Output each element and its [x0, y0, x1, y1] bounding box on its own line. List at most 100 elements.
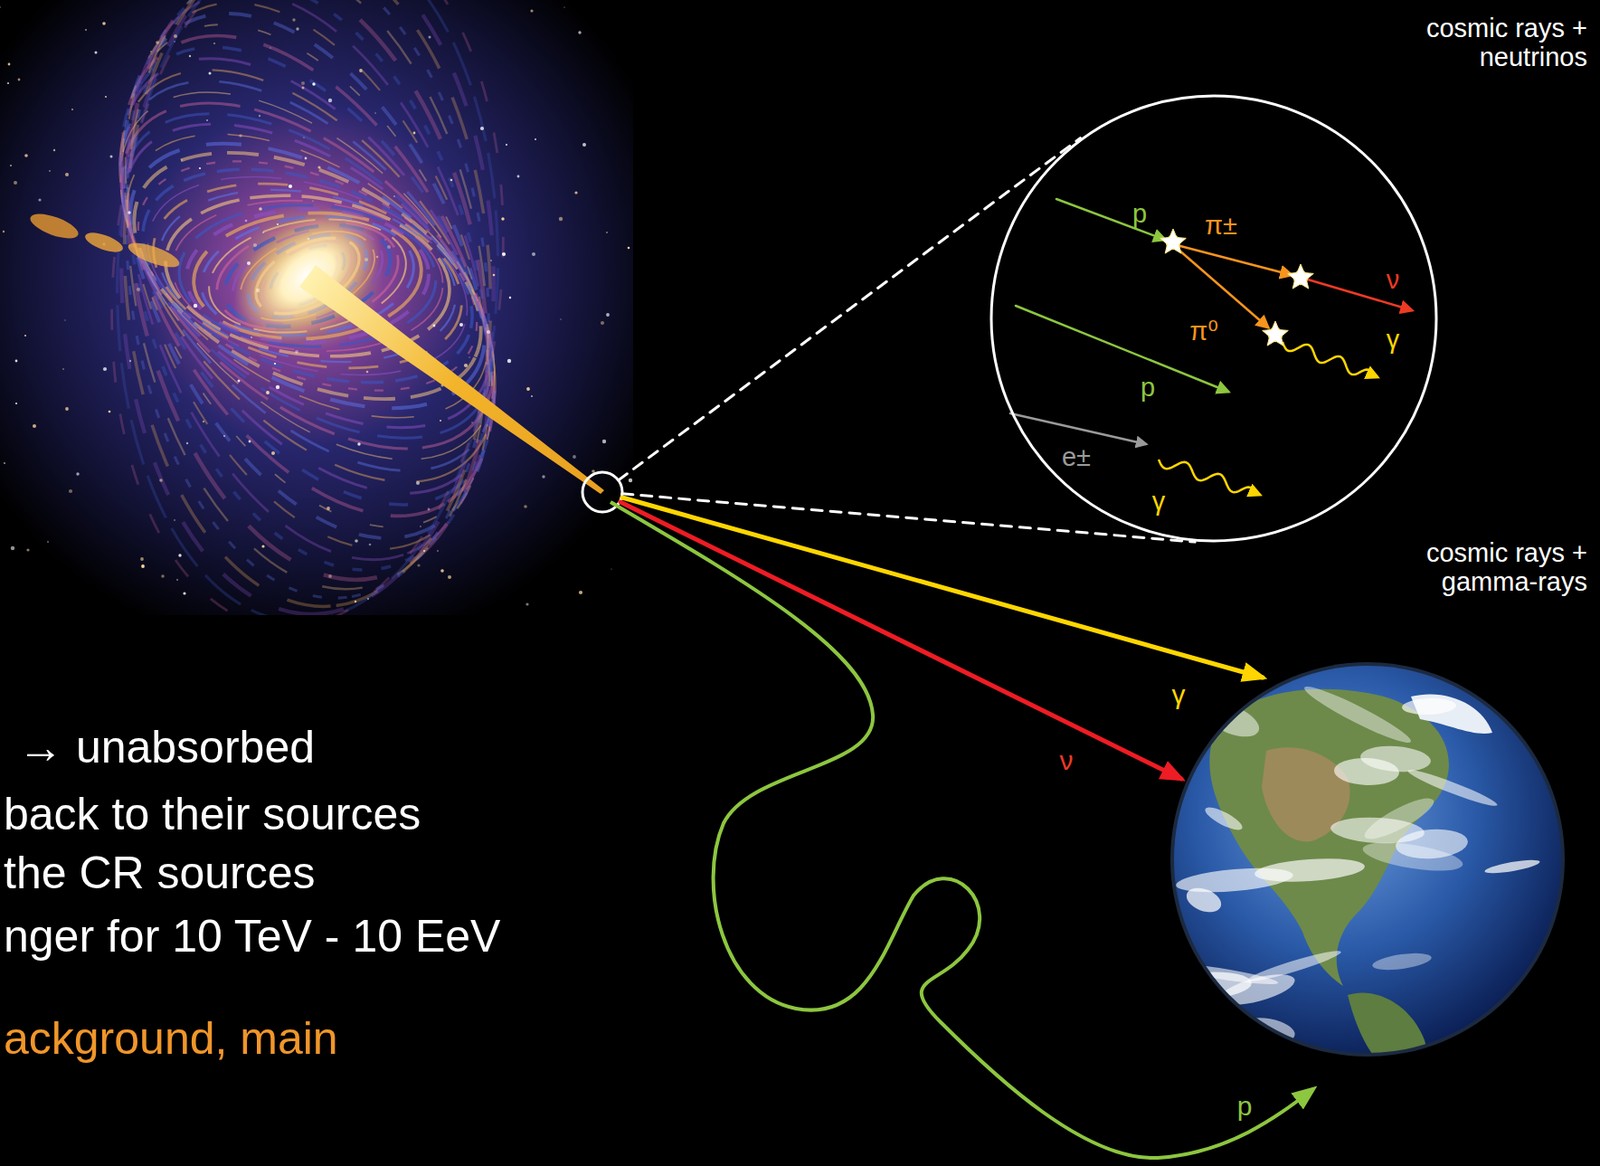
star-dot — [198, 167, 201, 170]
star-dot — [186, 442, 189, 445]
star-dot — [295, 27, 299, 30]
star-dot — [440, 568, 445, 573]
star-dot — [173, 40, 176, 43]
star-dot — [302, 86, 305, 90]
star-dot — [359, 68, 363, 73]
particle-label: γ — [1386, 325, 1401, 355]
nebula — [0, 0, 634, 616]
star-dot — [447, 575, 452, 579]
annotation: cosmic rays + gamma-rays — [1401, 539, 1588, 597]
star-dot — [582, 142, 587, 147]
spiral-arm — [64, 0, 550, 613]
star-dot — [193, 303, 198, 308]
star-dot — [416, 563, 420, 567]
bullet-text: ackground, main — [3, 1013, 339, 1064]
star-dot — [416, 481, 420, 485]
spiral-arm — [115, 0, 500, 616]
bullet-text: back to their sources — [3, 789, 421, 840]
star-dot — [354, 600, 357, 603]
star-dot — [509, 296, 512, 299]
star-dot — [2, 230, 5, 233]
star-dot — [523, 504, 528, 509]
star-dot — [173, 519, 176, 521]
electron-track — [1010, 413, 1146, 445]
star-dot — [505, 143, 508, 146]
star-dot — [274, 362, 276, 365]
neutrino-track — [620, 501, 1182, 779]
star-dot — [276, 223, 279, 226]
star-dot — [413, 132, 417, 135]
star-dot — [18, 78, 21, 82]
counter-jet — [83, 228, 126, 256]
star-dot — [24, 334, 27, 337]
star-dot — [602, 439, 606, 444]
bullet-text: → unabsorbed — [18, 722, 315, 773]
star-dot — [32, 424, 37, 428]
star-dot — [369, 543, 372, 547]
star-dot — [317, 165, 321, 169]
particle-label: e± — [1061, 443, 1091, 473]
cloud — [1174, 863, 1295, 896]
star-dot — [65, 407, 69, 411]
star-dot — [9, 164, 12, 167]
counter-jet — [125, 237, 183, 272]
star-dot — [8, 63, 11, 67]
star-dot — [13, 180, 18, 185]
star-dot — [471, 421, 473, 423]
star-dot — [439, 419, 442, 422]
cloud — [1246, 946, 1344, 985]
spiral-arm — [105, 0, 511, 616]
star-dot — [189, 55, 191, 57]
star-dot — [85, 28, 87, 31]
star-dot — [610, 568, 612, 569]
star-dot — [258, 114, 261, 117]
proton-track — [1015, 305, 1229, 392]
star-dot — [326, 506, 331, 511]
star-dot — [312, 82, 315, 86]
star-dot — [490, 259, 492, 261]
zoom-line — [622, 493, 1195, 542]
cloud — [1329, 814, 1425, 845]
star-dot — [328, 98, 332, 103]
star-dot — [141, 564, 145, 569]
earth — [1156, 662, 1565, 1080]
star-dot — [176, 578, 179, 581]
star-dot — [208, 72, 212, 76]
star-dot — [534, 138, 537, 141]
star-dot — [68, 489, 73, 493]
star-dot — [627, 246, 631, 250]
star-dot — [301, 81, 305, 86]
star-dot — [428, 36, 432, 39]
cloud — [1371, 949, 1433, 973]
star-dot — [525, 602, 529, 606]
cloud — [1405, 765, 1499, 810]
star-dot — [136, 287, 141, 292]
star-dot — [384, 238, 387, 241]
star-dot — [103, 367, 107, 371]
gamma-ray-track — [622, 497, 1263, 678]
star-dot — [173, 34, 178, 38]
star-dot — [288, 184, 293, 189]
star-dot — [578, 590, 583, 595]
star-dot — [507, 359, 512, 363]
star-dot — [492, 274, 496, 277]
star-dot — [15, 402, 18, 405]
star-dot — [530, 395, 533, 398]
zoom-circle: pπ±νπ⁰γpe±γ — [989, 94, 1439, 543]
star-dot — [75, 472, 79, 475]
star-dot — [563, 6, 565, 8]
star-dot — [387, 245, 391, 249]
star-dot — [393, 195, 396, 198]
star-dot — [304, 157, 308, 161]
star-dot — [480, 126, 484, 131]
spiral-arm — [91, 0, 524, 616]
star-dot — [24, 153, 29, 158]
zoom-line — [618, 138, 1081, 481]
star-dot — [292, 18, 295, 21]
star-dot — [10, 546, 15, 550]
star-dot — [577, 30, 581, 34]
interaction-star — [1262, 321, 1289, 346]
interaction-star — [1287, 264, 1315, 289]
star-dot — [526, 387, 531, 391]
counter-jet — [27, 208, 81, 244]
